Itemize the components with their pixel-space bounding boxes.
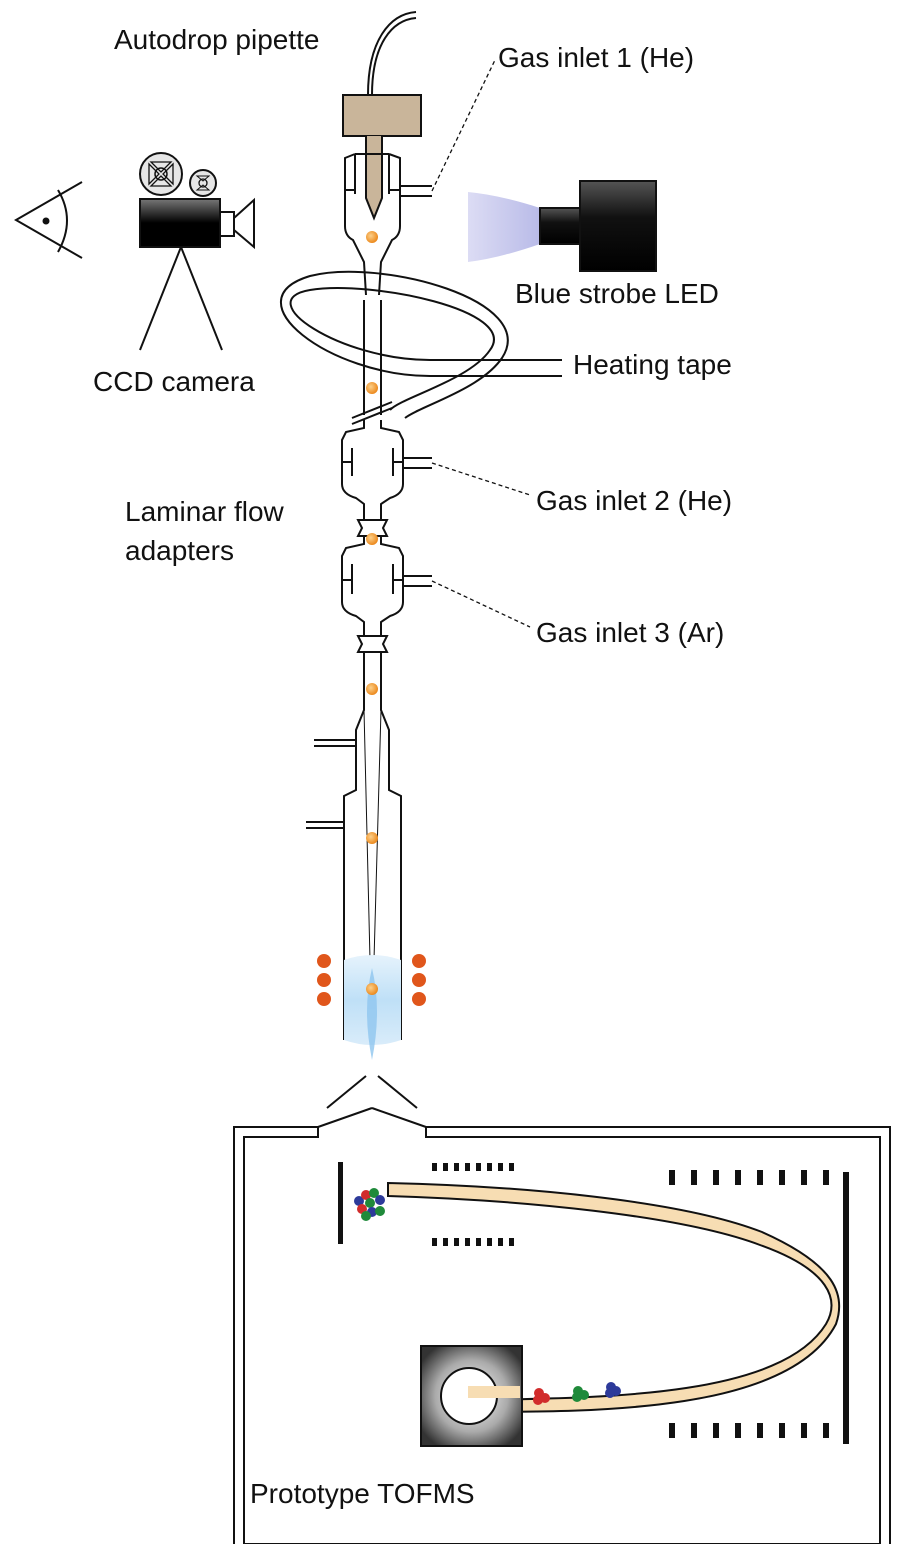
heating-tape — [280, 270, 562, 419]
upper-grid — [432, 1163, 514, 1171]
lower-grid — [432, 1238, 514, 1246]
tofms-chamber — [233, 1107, 891, 1549]
ion-cluster-source — [354, 1188, 385, 1221]
droplet — [366, 832, 378, 844]
autodrop-pipette — [342, 11, 422, 221]
plasma — [344, 955, 401, 1060]
reflectron — [669, 1170, 849, 1444]
label-autodrop-pipette: Autodrop pipette — [114, 24, 320, 55]
tube-break-mark — [351, 401, 393, 425]
droplet — [366, 533, 378, 545]
droplet — [366, 683, 378, 695]
label-gas-inlet-2: Gas inlet 2 (He) — [536, 485, 732, 516]
ion-cluster-red — [533, 1388, 550, 1405]
label-heating-tape: Heating tape — [573, 349, 732, 380]
label-ccd-camera: CCD camera — [93, 366, 255, 397]
droplet-chamber — [344, 153, 432, 415]
icp-torch — [306, 652, 402, 1040]
ion-cluster-green — [572, 1386, 589, 1402]
laminar-flow-adapter-2 — [341, 536, 432, 653]
label-laminar-flow: Laminar flow — [125, 496, 285, 527]
rf-coil — [317, 954, 426, 1006]
label-gas-inlet-3: Gas inlet 3 (Ar) — [536, 617, 724, 648]
led-icon — [468, 180, 657, 272]
ccd-camera-icon — [139, 152, 255, 351]
label-gas-inlet-1: Gas inlet 1 (He) — [498, 42, 694, 73]
label-adapters: adapters — [125, 535, 234, 566]
laminar-flow-adapter-1 — [341, 420, 432, 537]
label-blue-strobe-led: Blue strobe LED — [515, 278, 719, 309]
droplet — [366, 983, 378, 995]
droplet — [366, 231, 378, 243]
droplet — [366, 382, 378, 394]
label-tofms: Prototype TOFMS — [250, 1478, 475, 1509]
leader-lines — [431, 59, 531, 628]
droplets — [366, 231, 378, 995]
ion-cluster-blue — [605, 1382, 621, 1398]
extraction-optics — [338, 1162, 514, 1246]
detector-icon — [420, 1345, 523, 1447]
sampler-cone — [326, 1075, 418, 1109]
eye-icon — [13, 181, 83, 259]
ion-clusters-separated — [533, 1382, 621, 1405]
